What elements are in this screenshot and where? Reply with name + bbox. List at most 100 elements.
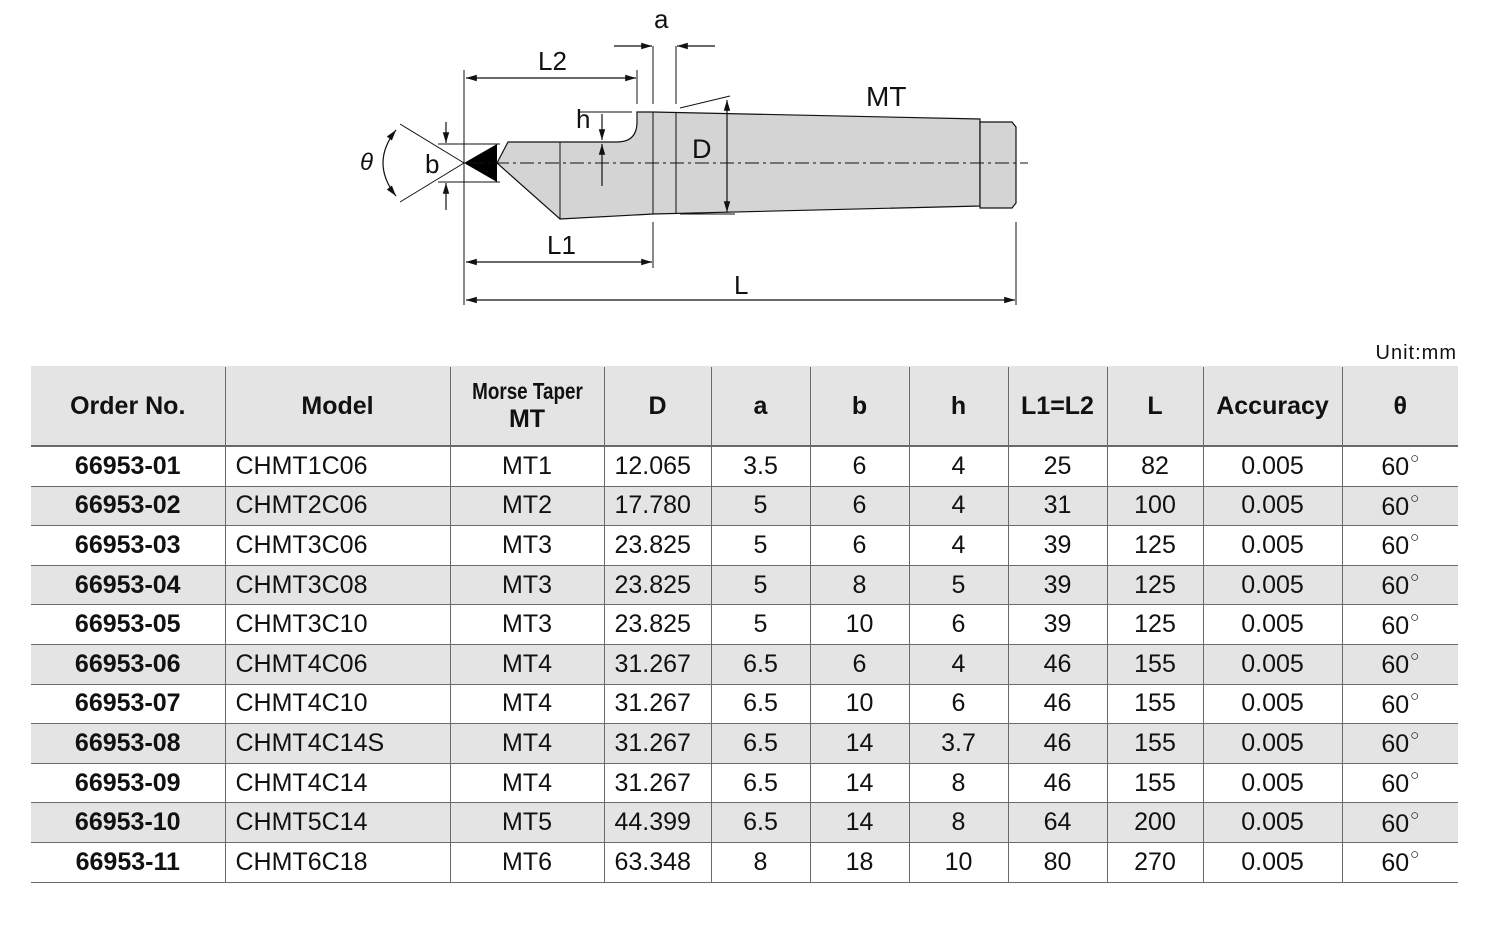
cell-theta: 60○ [1341,723,1458,764]
cell-morse-taper: MT3 [449,565,604,606]
label-mt: MT [866,81,906,112]
cell-h: 4 [908,525,1008,566]
label-h: h [576,104,590,134]
cell-order-no: 66953-11 [31,842,225,883]
cell-morse-taper: MT3 [449,525,604,566]
degree-icon: ○ [1410,450,1420,468]
extension-lines [399,46,1017,305]
cell-morse-taper: MT2 [449,486,604,527]
theta-value: 60 [1381,651,1410,680]
cell-accuracy: 0.005 [1202,763,1342,804]
cell-theta: 60○ [1341,525,1458,566]
cell-order-no: 66953-05 [31,604,225,645]
cell-b: 6 [809,486,909,527]
cell-d: 31.267 [603,763,711,804]
cell-order-no: 66953-01 [31,446,225,487]
cell-morse-taper: MT5 [449,802,604,843]
cell-h: 4 [908,644,1008,685]
cell-b: 14 [809,723,909,764]
header-l1-l2: L1=L2 [1007,366,1107,447]
cell-l1-l2: 46 [1007,723,1107,764]
label-theta: θ [360,149,373,176]
unit-label: Unit:mm [1375,342,1457,364]
cell-b: 6 [809,644,909,685]
cell-l: 100 [1106,486,1203,527]
cell-model: CHMT3C06 [224,525,450,566]
theta-value: 60 [1381,849,1410,878]
cell-h: 8 [908,763,1008,804]
cell-b: 6 [809,446,909,487]
cell-l: 200 [1106,802,1203,843]
cell-model: CHMT2C06 [224,486,450,527]
cell-b: 10 [809,684,909,725]
label-l1: L1 [547,230,576,260]
label-a: a [654,4,669,34]
cell-order-no: 66953-04 [31,565,225,606]
header-l: L [1106,366,1203,447]
cell-order-no: 66953-08 [31,723,225,764]
cell-l: 155 [1106,723,1203,764]
cell-model: CHMT3C08 [224,565,450,606]
cell-model: CHMT3C10 [224,604,450,645]
dimension-lines [382,42,1015,304]
theta-value: 60 [1381,770,1410,799]
cell-l: 155 [1106,763,1203,804]
cell-a: 5 [710,486,810,527]
theta-value: 60 [1381,809,1410,838]
cell-l1-l2: 80 [1007,842,1107,883]
cell-model: CHMT1C06 [224,446,450,487]
header-accuracy: Accuracy [1202,366,1342,447]
header-morse-taper: Morse Taper MT [449,366,604,447]
cell-d: 63.348 [603,842,711,883]
header-morse-taper-bottom: MT [508,405,546,433]
cell-l1-l2: 39 [1007,604,1107,645]
cell-b: 18 [809,842,909,883]
cell-order-no: 66953-06 [31,644,225,685]
degree-icon: ○ [1410,806,1420,824]
cell-b: 14 [809,802,909,843]
cell-h: 8 [908,802,1008,843]
cell-h: 4 [908,486,1008,527]
cell-accuracy: 0.005 [1202,802,1342,843]
cell-h: 3.7 [908,723,1008,764]
cell-h: 10 [908,842,1008,883]
cell-accuracy: 0.005 [1202,644,1342,685]
cell-d: 23.825 [603,604,711,645]
cell-l1-l2: 64 [1007,802,1107,843]
cell-d: 31.267 [603,684,711,725]
cell-l1-l2: 31 [1007,486,1107,527]
cell-accuracy: 0.005 [1202,486,1342,527]
cell-theta: 60○ [1341,486,1458,527]
cell-model: CHMT4C06 [224,644,450,685]
cell-d: 31.267 [603,723,711,764]
cell-accuracy: 0.005 [1202,525,1342,566]
degree-icon: ○ [1410,529,1420,547]
cell-model: CHMT5C14 [224,802,450,843]
cell-a: 5 [710,604,810,645]
cell-accuracy: 0.005 [1202,565,1342,606]
cell-morse-taper: MT4 [449,723,604,764]
cell-l: 125 [1106,565,1203,606]
cell-accuracy: 0.005 [1202,446,1342,487]
cell-morse-taper: MT6 [449,842,604,883]
cell-b: 8 [809,565,909,606]
cell-a: 8 [710,842,810,883]
degree-icon: ○ [1410,767,1420,785]
spec-table: Order No. Model Morse Taper MT D a b h L… [31,366,1458,883]
theta-value: 60 [1381,453,1410,482]
cell-theta: 60○ [1341,802,1458,843]
cell-theta: 60○ [1341,842,1458,883]
header-theta: θ [1341,366,1458,447]
shank-end [979,121,1017,209]
cell-l: 155 [1106,644,1203,685]
cell-accuracy: 0.005 [1202,842,1342,883]
degree-icon: ○ [1410,608,1420,626]
center-body [496,111,981,220]
label-l2: L2 [538,46,567,76]
cell-morse-taper: MT4 [449,763,604,804]
cell-order-no: 66953-07 [31,684,225,725]
